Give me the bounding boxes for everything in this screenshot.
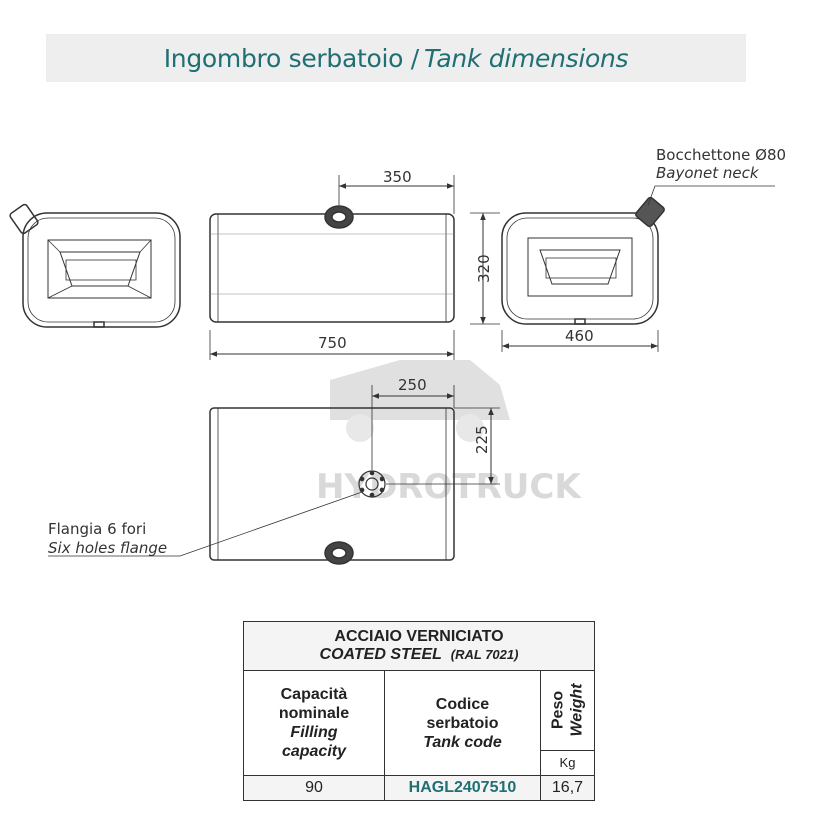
title-italic: Tank dimensions [424,43,629,73]
capacity-label-en2: capacity [281,743,346,760]
tank-code-value: HAGL2407510 [383,775,541,801]
dim-250: 250 [398,376,427,394]
top-view [48,385,500,565]
technical-drawing: HYDROTRUCK 350 750 [9,146,786,565]
capacity-label-en1: Filling [290,724,338,741]
dim-350: 350 [383,168,412,186]
title-main: Ingombro serbatoio / [163,43,419,73]
spec-table: ACCIAIO VERNICIATO COATED STEEL (RAL 702… [243,621,596,801]
title-bar: Ingombro serbatoio / Tank dimensions [46,34,746,82]
flange-label-it: Flangia 6 fori [48,520,146,538]
neck-label-it: Bocchettone Ø80 [656,146,786,164]
dim-225: 225 [473,425,491,454]
weight-unit: Kg [539,749,596,777]
flange-label-en: Six holes flange [48,539,167,557]
code-label-it2: serbatoio [426,714,499,732]
table-header: ACCIAIO VERNICIATO COATED STEEL (RAL 702… [243,621,595,671]
weight-label-en: Weight [568,683,586,737]
dim-460: 460 [565,327,594,345]
col-capacity-header: Capacità nominale Filling capacity [243,670,385,776]
col-code-header: Codice serbatoio Tank code [383,670,541,776]
watermark-text: HYDROTRUCK [316,467,582,507]
front-view [209,175,455,360]
code-label-it1: Codice [435,695,490,713]
code-label-en: Tank code [423,733,502,751]
capacity-value: 90 [243,775,385,801]
side-view-left [9,203,181,328]
header-ral: (RAL 7021) [450,647,519,662]
header-line1: ACCIAIO VERNICIATO [334,628,504,645]
capacity-label-it2: nominale [278,705,350,722]
header-line2: COATED STEEL [319,646,442,663]
weight-value: 16,7 [539,775,596,801]
neck-label-en: Bayonet neck [656,164,760,182]
dim-320: 320 [475,254,493,283]
side-view-right [470,185,775,352]
capacity-label-it1: Capacità [280,686,348,703]
weight-label-it: Peso [549,691,567,730]
watermark-truck-icon [330,360,510,442]
dim-750: 750 [318,334,347,352]
